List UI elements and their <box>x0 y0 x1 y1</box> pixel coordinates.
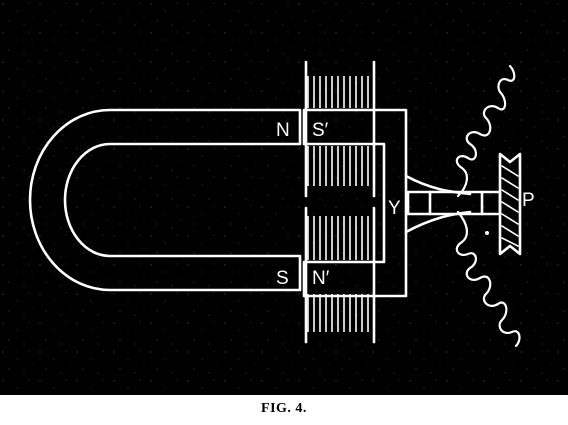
diagram-panel: N S′ S N′ Y P <box>0 0 568 395</box>
label-yoke: Y <box>388 198 401 219</box>
lower-coil <box>304 206 376 344</box>
small-dot <box>485 231 489 235</box>
label-point: P <box>522 190 535 211</box>
armature-core <box>302 108 408 298</box>
spiral-wire-upper <box>455 64 516 198</box>
point-clamp <box>498 152 522 256</box>
spiral-wire-lower <box>455 210 521 348</box>
label-magnet-north: N <box>276 120 290 141</box>
label-armature-north: N′ <box>312 268 330 289</box>
clamp-hatch <box>501 165 519 247</box>
horseshoe-magnet <box>28 108 302 292</box>
upper-coil <box>304 60 376 198</box>
diaphragm-cone <box>404 174 472 234</box>
label-magnet-south: S <box>276 268 289 289</box>
panel-texture <box>0 0 568 395</box>
figure-caption: FIG. 4. <box>261 401 307 416</box>
label-armature-south: S′ <box>312 120 329 141</box>
